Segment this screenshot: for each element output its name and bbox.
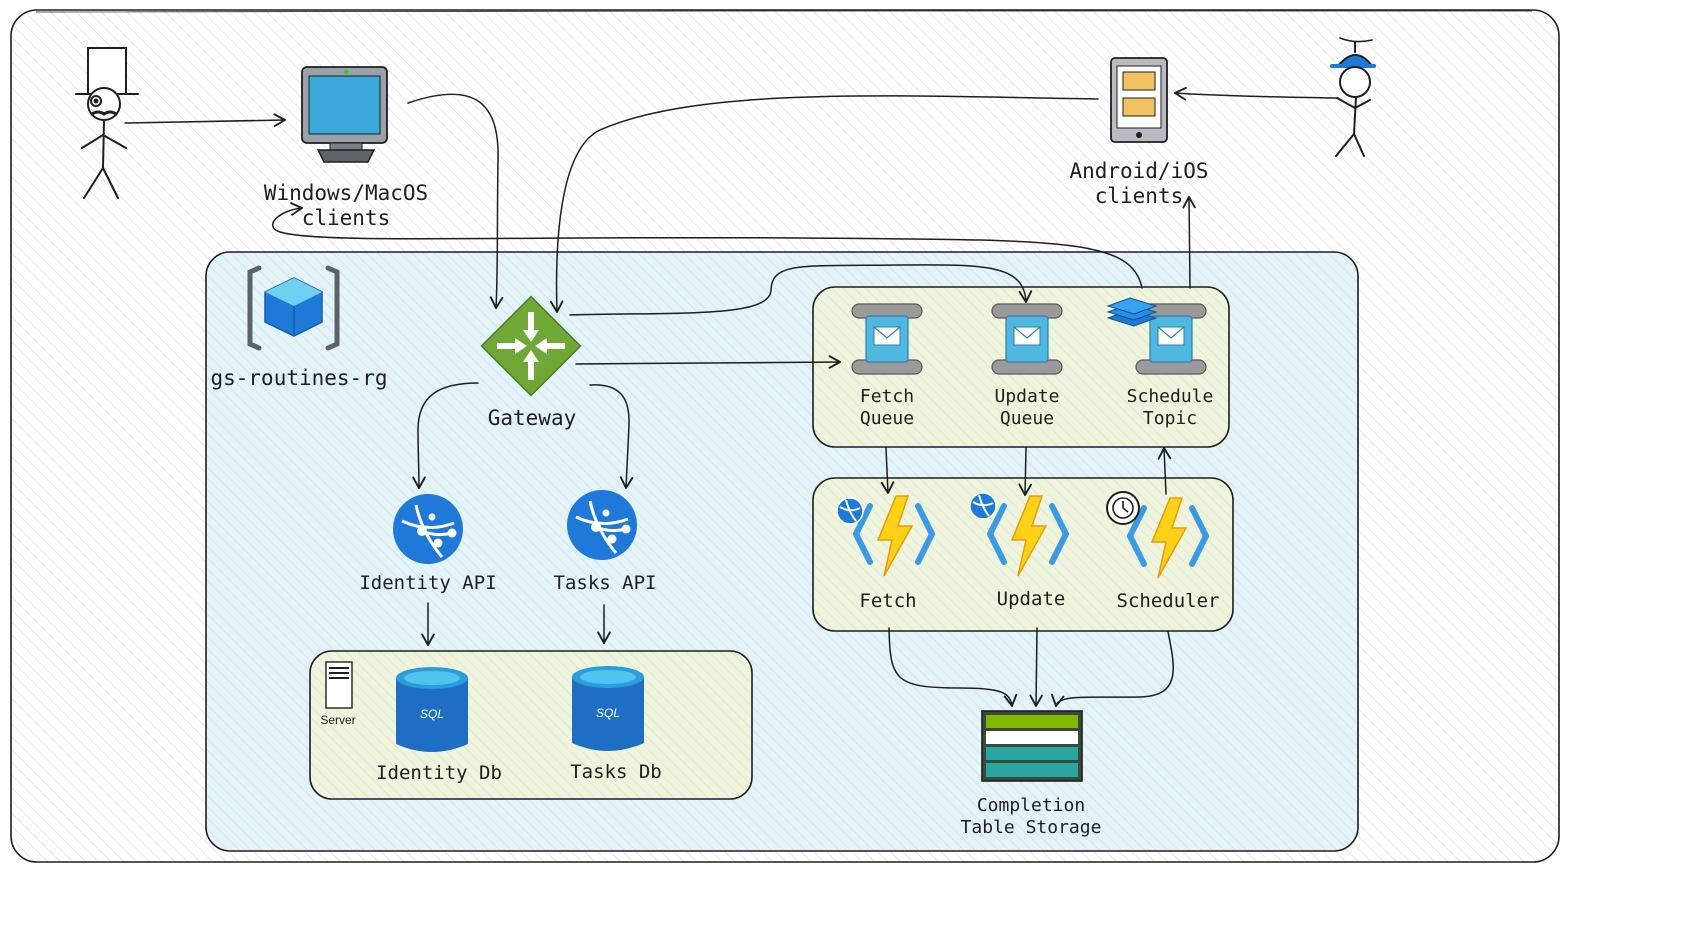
identity-api-icon — [391, 492, 465, 566]
arrow-fetch-function-to-storage — [888, 627, 1018, 707]
identity-api-label: Identity API — [359, 572, 497, 594]
arrow-mobile-client-to-gateway — [549, 95, 1099, 313]
arrow-schedule-topic-to-mobile-client — [1182, 196, 1196, 289]
mobile-device-icon — [1110, 57, 1168, 143]
mobile-clients-label: Android/iOS clients — [1069, 159, 1209, 209]
update-queue-label: Update Queue — [994, 386, 1060, 429]
table-storage-icon — [981, 710, 1083, 782]
arrow-gateway-to-tasks-api — [589, 384, 634, 489]
arrow-scheduler-to-storage — [1051, 631, 1174, 707]
resource-group-label: gs-routines-rg — [210, 366, 388, 390]
connectors — [124, 86, 1339, 707]
tasks-api-icon — [565, 488, 639, 562]
tasks-db-sql-badge: SQL — [595, 706, 620, 720]
tasks-db-label: Tasks Db — [570, 761, 662, 783]
arrow-gateway-to-update-queue — [569, 264, 1033, 316]
stick-figure-top-hat-icon — [75, 47, 139, 199]
scheduler-function-label: Scheduler — [1116, 590, 1220, 612]
arrow-desktop-user-to-desktop-client — [124, 113, 286, 127]
arrow-desktop-client-to-gateway — [407, 93, 504, 309]
identity-db-label: Identity Db — [376, 762, 502, 784]
arrow-update-function-to-storage — [1029, 627, 1043, 707]
arrow-scheduler-to-schedule-topic — [1157, 447, 1172, 495]
server-icon — [325, 661, 353, 709]
fetch-function-label: Fetch — [859, 590, 917, 612]
gateway-icon — [480, 295, 582, 397]
gateway-label: Gateway — [487, 406, 577, 430]
table-storage-label: Completion Table Storage — [960, 795, 1102, 838]
fetch-queue-label: Fetch Queue — [859, 386, 915, 429]
arrow-gateway-to-identity-api — [412, 382, 479, 489]
arrow-schedule-topic-to-desktop-client — [272, 202, 1143, 289]
server-label: Server — [320, 713, 356, 727]
desktop-monitor-icon — [301, 66, 388, 163]
stick-figure-propeller-cap-icon — [1330, 37, 1376, 157]
arrow-mobile-user-to-mobile-client — [1174, 86, 1339, 101]
resource-group-icon — [247, 265, 340, 351]
fetch-trigger-globe-icon — [836, 497, 864, 525]
desktop-clients-label: Windows/MacOS clients — [263, 181, 429, 231]
update-function-label: Update — [996, 588, 1066, 610]
topic-stack-icon — [1106, 297, 1158, 327]
arrow-update-queue-to-update-function — [1018, 447, 1032, 496]
schedule-topic-label: Schedule Topic — [1126, 386, 1214, 429]
tasks-api-label: Tasks API — [553, 572, 657, 594]
arrow-fetch-queue-to-fetch-function — [880, 447, 895, 494]
update-trigger-globe-icon — [969, 492, 997, 520]
identity-db-sql-badge: SQL — [419, 707, 444, 721]
timer-trigger-clock-icon — [1106, 491, 1140, 525]
arrow-gateway-to-fetch-queue — [575, 355, 841, 369]
